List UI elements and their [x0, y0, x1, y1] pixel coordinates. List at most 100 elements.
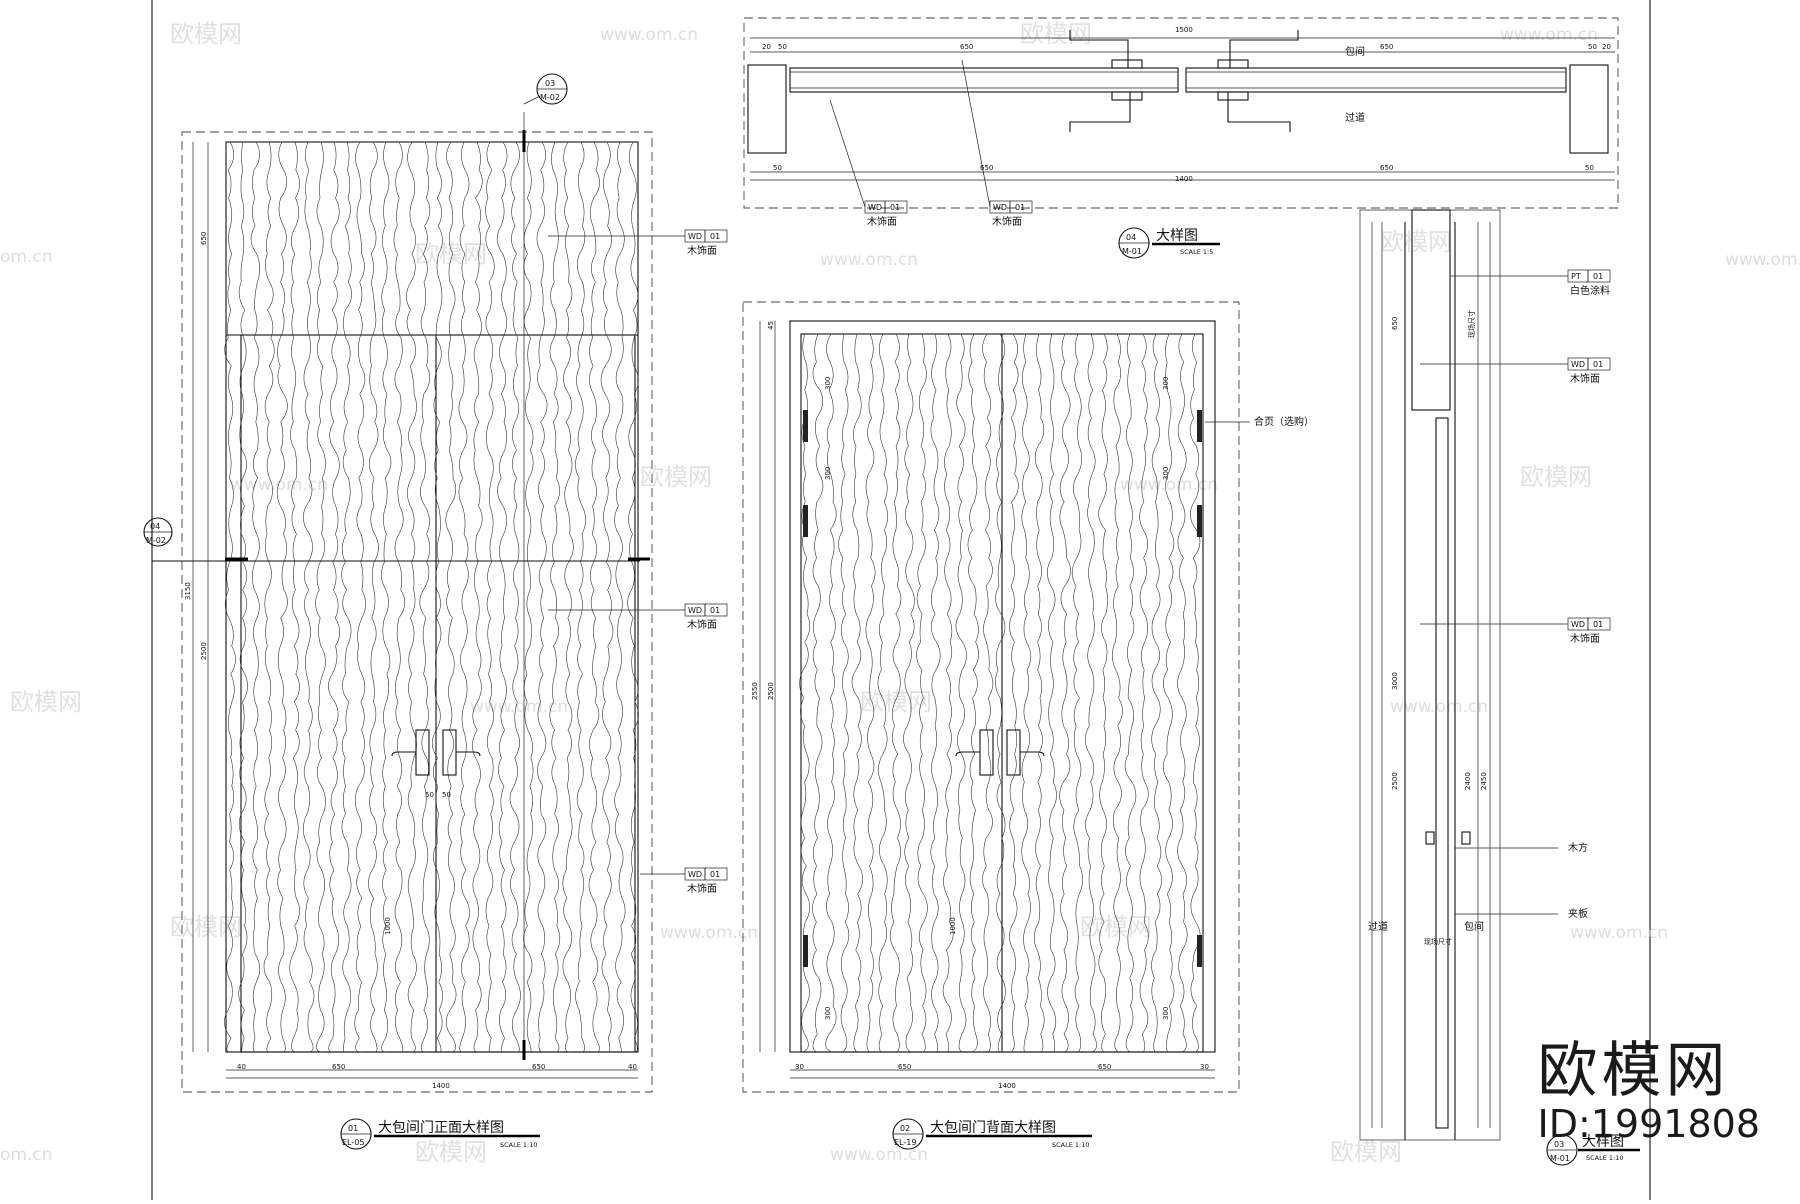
front-grain-line	[341, 141, 352, 1053]
back-grain-line	[1177, 333, 1188, 1053]
plan-dim-t4: 650	[1380, 43, 1393, 51]
back-lever-right	[1020, 751, 1045, 757]
tag-label: 木饰面	[687, 244, 717, 257]
back-dim-b3: 650	[1098, 1063, 1111, 1071]
front-grain-line	[600, 141, 614, 1053]
back-grain-line	[1059, 333, 1071, 1053]
front-lever-left	[391, 751, 416, 757]
back-outline-dashed	[742, 301, 1240, 1093]
tag-number: 01	[1015, 203, 1025, 212]
front-grain-line	[289, 141, 300, 1053]
tag-code: WD	[688, 606, 702, 615]
model-id: ID:1991808	[1537, 1102, 1760, 1146]
title-front-scale: SCALE 1:10	[500, 1141, 538, 1149]
watermark-brand: 欧模网	[1520, 463, 1592, 491]
plan-dim-t3: 650	[960, 43, 973, 51]
front-grain-line	[536, 141, 548, 1053]
front-grain-line	[588, 141, 600, 1053]
back-dim-overall: 2550	[751, 682, 759, 700]
back-grain-line	[877, 333, 889, 1053]
watermark-brand: 欧模网	[1330, 1138, 1402, 1166]
front-door-leaf-outline	[240, 334, 636, 1053]
watermark-url: www.om.cn	[600, 25, 698, 45]
tag-number: 01	[710, 606, 720, 615]
plan-dim-t5: 50	[1588, 43, 1597, 51]
front-grain-line	[276, 141, 288, 1053]
brand-watermark: 欧模网 ID:1991808	[1537, 1039, 1760, 1145]
title-section-ref: M-01	[1550, 1154, 1570, 1163]
front-dim-b1: 40	[237, 1063, 246, 1071]
back-hinge-l1	[803, 410, 808, 442]
title-front-text: 大包间门正面大样图	[378, 1120, 504, 1136]
tag-label: 木饰面	[867, 215, 897, 228]
tag-number-box	[1587, 617, 1611, 631]
section-label-private-room: 包间	[1464, 920, 1484, 933]
back-grain-line	[851, 333, 863, 1053]
watermark-url: om.cn	[0, 247, 53, 267]
tag-code: PT	[1571, 272, 1581, 281]
plan-rose-1	[1111, 59, 1143, 69]
back-grain-line	[1098, 333, 1108, 1053]
front-dim-total: 1400	[432, 1082, 450, 1090]
back-elevation: 30 650 650 30 1400 45 2500 2550 1000 300…	[742, 301, 1240, 1093]
back-hinge-l3	[803, 935, 808, 967]
section-dim-3: 2500	[1391, 772, 1399, 790]
plan-rose-3	[1111, 91, 1143, 101]
plan-dim-btotal: 1400	[1175, 175, 1193, 183]
front-dim-b4: 40	[628, 1063, 637, 1071]
title-plan-number: 04	[1126, 233, 1136, 242]
section-outline	[1359, 209, 1501, 1141]
plan-dim-t2: 50	[778, 43, 787, 51]
watermark-url: www.om.cn	[660, 923, 758, 943]
watermark-url: www.om.cn	[470, 697, 568, 717]
back-grain-line	[916, 333, 928, 1053]
tag-number-box	[704, 867, 728, 881]
plan-lever-bottom-left	[1069, 92, 1131, 132]
section-handle-right	[1461, 831, 1471, 845]
back-hinge-r2	[1197, 505, 1202, 537]
title-front: 01 EL-05 大包间门正面大样图 SCALE 1:10	[340, 1118, 540, 1150]
tag-number-box	[884, 200, 908, 214]
plan-dim-t6: 20	[1602, 43, 1611, 51]
front-grain-line	[485, 141, 495, 1053]
section-label-corridor: 过道	[1368, 920, 1388, 933]
tag-code: WD	[1571, 360, 1585, 369]
tag-number: 01	[1593, 360, 1603, 369]
watermark-brand: 欧模网	[1020, 20, 1092, 48]
watermark-brand: 欧模网	[170, 913, 242, 941]
front-grain-line	[393, 141, 406, 1053]
title-plan: 04 M-01 大样图 SCALE 1:5	[1118, 227, 1220, 259]
watermark-brand: 欧模网	[860, 688, 932, 716]
title-plan-ref: M-01	[1122, 247, 1142, 256]
title-back-ref: EL-19	[894, 1138, 916, 1147]
back-hinges	[803, 410, 1202, 967]
tag-code: WD	[1571, 620, 1585, 629]
back-grain-line	[1047, 333, 1057, 1053]
tag-label: 木饰面	[687, 618, 717, 631]
back-handle-plate-right	[1006, 729, 1021, 776]
watermark-brand: 欧模网	[10, 688, 82, 716]
section-header-wall	[1411, 209, 1451, 411]
watermark-brand: 欧模网	[415, 240, 487, 268]
back-dim-total: 1400	[998, 1082, 1016, 1090]
callout-left-number: 04	[150, 522, 160, 531]
front-grain-line	[614, 141, 626, 1053]
watermark-url: www.om.cn	[1500, 25, 1598, 45]
back-grain-line	[889, 333, 902, 1053]
title-plan-text: 大样图	[1156, 228, 1198, 244]
hinge-label: 合页（选购）	[1254, 415, 1314, 428]
callout-top-leader	[523, 95, 541, 105]
plan-dim-t1: 20	[762, 43, 771, 51]
front-handle-dim-2: 50	[442, 791, 451, 799]
back-dim-b2: 650	[898, 1063, 911, 1071]
section-dim-2: 3000	[1391, 672, 1399, 690]
plan-lever-top-right	[1229, 30, 1299, 68]
front-grain-line	[328, 141, 341, 1053]
section-door-leaf	[1435, 417, 1449, 1129]
